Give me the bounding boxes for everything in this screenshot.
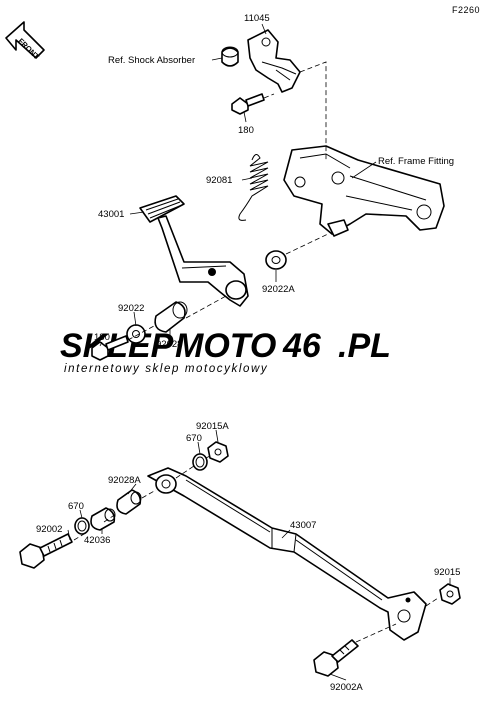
label-180-mid: 180	[94, 332, 110, 343]
guide-line-right-nut	[425, 597, 439, 607]
part-nut-92015A	[207, 441, 229, 463]
label-43001: 43001	[98, 209, 124, 220]
part-bushing-92028	[154, 301, 188, 333]
watermark-brand-mid: MOTO	[175, 327, 276, 365]
label-92002: 92002	[36, 524, 62, 535]
part-bolt-180-top	[231, 93, 265, 115]
part-bolt-92002	[19, 533, 73, 569]
part-bolt-92002A	[313, 639, 359, 677]
label-92022A: 92022A	[262, 284, 295, 295]
label-92081: 92081	[206, 175, 232, 186]
label-92022: 92022	[118, 303, 144, 314]
label-42036: 42036	[84, 535, 110, 546]
part-bracket-11045	[247, 29, 301, 93]
part-brake-pedal-43001	[139, 195, 249, 307]
part-washer-92022	[126, 324, 146, 344]
label-92028A: 92028A	[108, 475, 141, 486]
diagram-code: F2260	[452, 5, 480, 15]
label-ref-shock-absorber: Ref. Shock Absorber	[108, 55, 195, 66]
part-circlip-670-left	[74, 517, 90, 535]
label-180-top: 180	[238, 125, 254, 136]
front-arrow-icon: FRONT	[5, 21, 45, 61]
part-labels: 11045 Ref. Shock Absorber 180 92081 Ref.…	[36, 13, 460, 693]
part-frame-fitting	[283, 145, 445, 237]
label-43007: 43007	[290, 520, 316, 531]
part-shock-collar	[221, 46, 239, 67]
label-92028: 92028	[156, 339, 182, 350]
guide-line-pivot	[285, 233, 329, 255]
label-92002A: 92002A	[330, 682, 363, 693]
leader-lines	[67, 23, 451, 681]
guide-line-pedal	[127, 295, 227, 341]
part-circlip-670-top	[192, 453, 208, 471]
watermark-tagline: internetowy sklep motocyklowy	[64, 363, 268, 375]
part-bolt-180-mid	[91, 335, 129, 361]
guide-line-upper	[299, 61, 327, 160]
watermark-brand-tld: .PL	[338, 327, 391, 365]
label-670-left: 670	[68, 501, 84, 512]
guide-line-bolt	[263, 93, 275, 99]
part-bushing-92028A	[116, 489, 142, 515]
label-670-top: 670	[186, 433, 202, 444]
label-ref-frame-fitting: Ref. Frame Fitting	[378, 156, 454, 167]
part-spring-92081	[238, 154, 269, 221]
part-washer-92022A	[265, 250, 287, 270]
label-92015: 92015	[434, 567, 460, 578]
part-nut-92015	[439, 583, 461, 605]
guide-line-left-pivot	[73, 455, 211, 541]
part-rod-43007	[147, 467, 427, 641]
watermark-brand-num: 46	[282, 327, 322, 365]
label-92015A: 92015A	[196, 421, 229, 432]
guide-line-right-bolt	[355, 623, 397, 643]
label-11045: 11045	[244, 13, 270, 24]
part-bushing-42036	[90, 507, 116, 531]
watermark: SKLEP MOTO 46 .PL internetowy sklep moto…	[60, 327, 391, 375]
